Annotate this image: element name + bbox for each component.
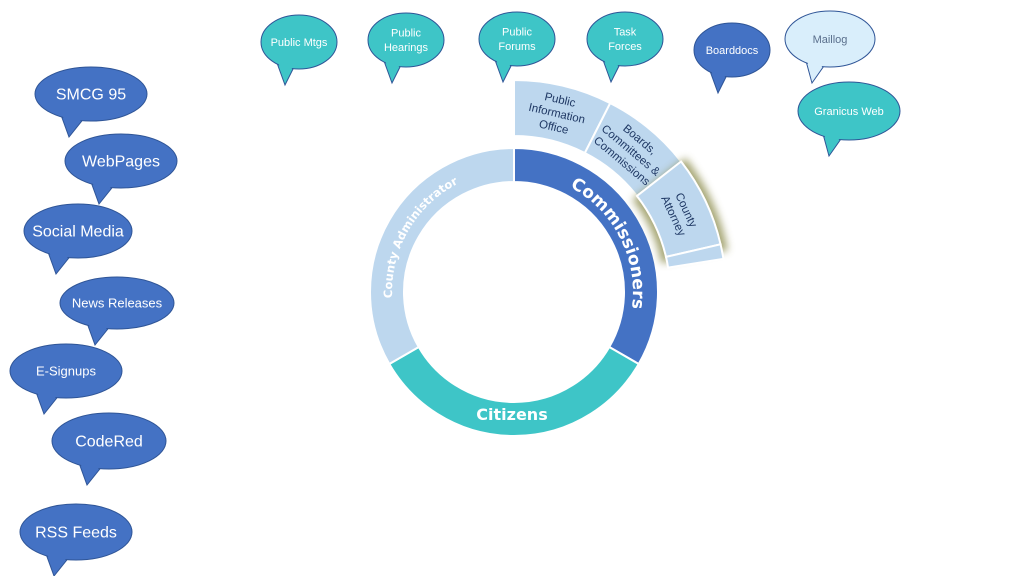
top-callout-public-hearings-label-line: Hearings [384, 42, 429, 54]
left-callout-webpages-shape [64, 133, 178, 189]
top-callout-boarddocs-tail-fill [711, 70, 727, 91]
top-callout-public-forums-tail-fill [496, 59, 512, 80]
top-callout-task-forces-shape [586, 11, 664, 67]
left-callout-e-signups-tail-fill [37, 391, 59, 412]
top-callout-granicus-web: Granicus Web [797, 81, 901, 158]
left-callout-webpages-label: WebPages [82, 154, 160, 171]
top-callout-task-forces-tail-fill [604, 59, 620, 80]
top-callout-public-forums-label-line: Forums [498, 41, 536, 53]
left-callout-smcg-95-shape [34, 66, 148, 122]
left-callout-news-releases: News Releases [59, 276, 175, 347]
county-attorney-tail [664, 243, 725, 269]
top-callout-granicus-web-label: Granicus Web [814, 106, 884, 118]
citizens-label: Citizens [476, 405, 547, 424]
top-callout-public-mtgs: Public Mtgs [260, 14, 338, 87]
left-callout-news-releases-shape [59, 276, 175, 330]
county-administrator-segment [369, 146, 515, 366]
left-callout-news-releases-label: News Releases [72, 296, 163, 311]
left-callout-e-signups-shape [9, 343, 123, 399]
left-callout-webpages-tail-fill [92, 181, 114, 202]
top-callout-maillog: Maillog [784, 10, 876, 85]
left-callout-rss-feeds: RSS Feeds [19, 503, 133, 576]
left-callout-rss-feeds-label-line: RSS Feeds [35, 525, 117, 542]
left-callout-smcg-95-label-line: SMCG 95 [56, 87, 126, 104]
left-callout-e-signups-label: E-Signups [36, 364, 96, 379]
top-callout-maillog-shape [784, 10, 876, 68]
left-callout-rss-feeds-tail-fill [47, 553, 69, 574]
top-callout-public-hearings-shape [367, 12, 445, 68]
left-callout-social-media-tail-fill [49, 251, 71, 272]
left-callout-social-media-label: Social Media [32, 224, 124, 241]
top-callout-boarddocs-shape [693, 22, 771, 78]
ring-diagram: Commissioners County Administrator Citiz… [369, 78, 728, 437]
top-callout-maillog-label: Maillog [813, 34, 848, 46]
top-callout-public-mtgs-shape [260, 14, 338, 70]
left-callout-codered-label: CodeRed [75, 434, 143, 451]
left-callout-news-releases-label-line: News Releases [72, 296, 163, 311]
top-callout-maillog-tail-fill [807, 60, 825, 81]
top-callout-boarddocs: Boarddocs [693, 22, 771, 95]
left-callout-smcg-95-label: SMCG 95 [56, 87, 126, 104]
left-callout-rss-feeds-shape [19, 503, 133, 561]
top-callout-public-hearings-tail-fill [385, 60, 401, 81]
left-callout-codered-tail-fill [80, 462, 102, 483]
left-callout-social-media-shape [23, 203, 133, 259]
top-callout-granicus-web-label-line: Granicus Web [814, 106, 884, 118]
top-callout-public-mtgs-tail-fill [278, 62, 294, 83]
left-callout-social-media: Social Media [23, 203, 133, 276]
left-callout-rss-feeds-label: RSS Feeds [35, 525, 117, 542]
top-callout-public-forums-label-line: Public [502, 27, 532, 39]
left-callout-e-signups-label-line: E-Signups [36, 364, 96, 379]
top-callout-task-forces-label-line: Task [614, 27, 637, 39]
left-callout-codered: CodeRed [51, 412, 167, 487]
left-callout-social-media-label-line: Social Media [32, 224, 124, 241]
top-callout-public-forums-shape [478, 11, 556, 67]
top-callout-task-forces-label-line: Forces [608, 41, 642, 53]
top-callout-public-mtgs-label-line: Public Mtgs [271, 37, 328, 49]
top-callout-public-hearings-label-line: Public [391, 28, 421, 40]
top-callout-granicus-web-shape [797, 81, 901, 141]
top-callout-maillog-label-line: Maillog [813, 34, 848, 46]
top-callout-public-mtgs-label: Public Mtgs [271, 37, 328, 49]
top-callout-boarddocs-label: Boarddocs [706, 45, 759, 57]
left-callout-webpages-label-line: WebPages [82, 154, 160, 171]
left-callout-webpages: WebPages [64, 133, 178, 206]
left-callout-codered-shape [51, 412, 167, 470]
left-callout-smcg-95-tail-fill [62, 114, 84, 135]
top-callout-granicus-web-tail-fill [824, 133, 842, 154]
left-callout-news-releases-tail-fill [88, 322, 110, 343]
left-callout-e-signups: E-Signups [9, 343, 123, 416]
left-callout-smcg-95: SMCG 95 [34, 66, 148, 139]
left-callout-codered-label-line: CodeRed [75, 434, 143, 451]
top-callout-boarddocs-label-line: Boarddocs [706, 45, 759, 57]
